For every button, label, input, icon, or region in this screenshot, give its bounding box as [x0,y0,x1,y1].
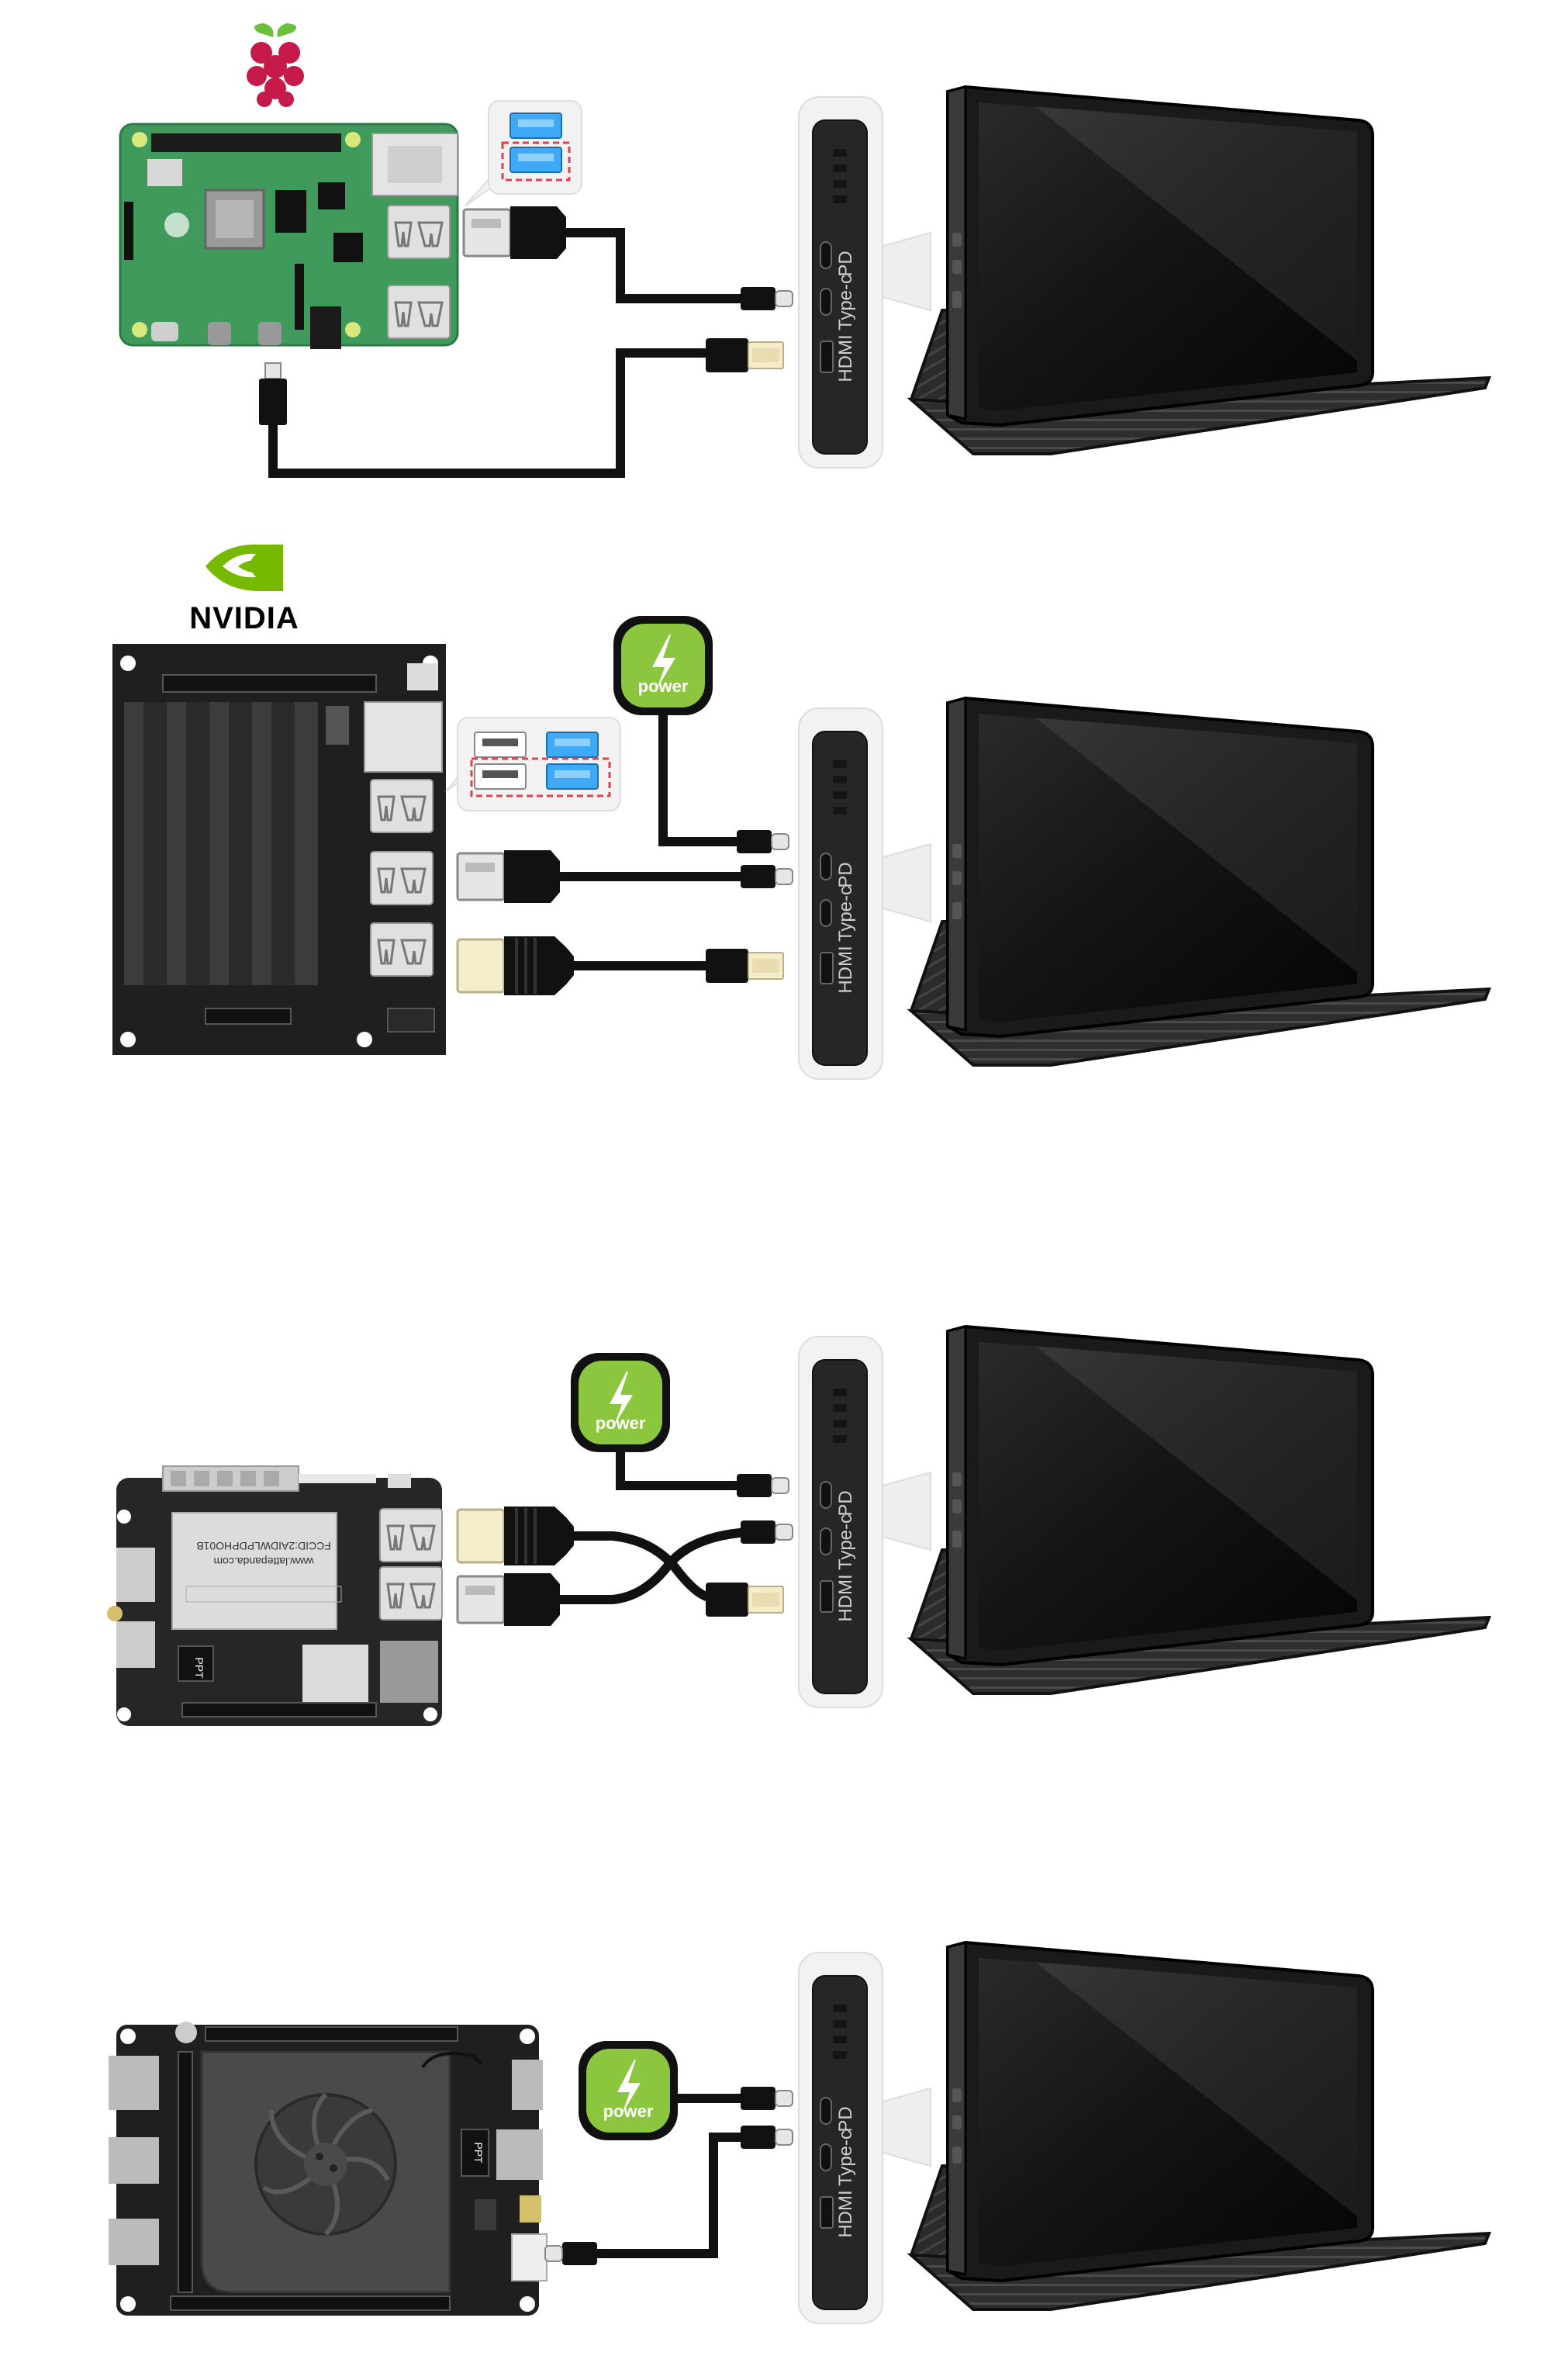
power-adapter-icon: power [613,616,713,715]
hdmi-cable-lattepanda [456,1505,784,1617]
raspberry-pi-logo-icon [247,23,304,107]
portable-monitor [910,1941,1491,2311]
section-raspberry-pi: PD Type-c HDMI [119,23,1491,478]
lattepanda-url: www.lattepanda.com [213,1555,314,1568]
hdmi-cable [259,337,784,478]
lattepanda-board: www.lattepanda.com FCCID:2AIDWLPDPHO01B … [107,1465,444,1726]
power-cable [658,702,789,854]
usb-to-typec-cable [462,205,793,311]
hdmi-port-label: HDMI [835,2190,856,2237]
portable-monitor [910,1325,1491,1695]
pd-port-label: PD [835,862,856,887]
lattepanda-chip-label: PPT [193,1657,206,1679]
power-adapter-icon: power [571,1353,670,1452]
usb-to-typec-cable-nvidia [456,849,793,905]
hdmi-port-label: HDMI [835,946,856,993]
nvidia-jetson-board [112,644,446,1055]
typec-port-label: Type-c [835,886,856,942]
section-lattepanda-delta: PPT power PD Type-c HDMI [109,1941,1491,2324]
power-cable-delta [667,2086,793,2111]
raspberry-pi-board [119,123,459,349]
typec-to-typec-cable-delta [544,2125,793,2266]
usb3-port-callout-nvidia [445,717,621,811]
typec-port-label: Type-c [835,1514,856,1570]
pd-port-label: PD [835,1490,856,1516]
power-adapter-icon: power [579,2041,678,2140]
portable-monitor [910,697,1491,1067]
hdmi-cable-nvidia [456,935,784,997]
typec-port-label: Type-c [835,275,856,330]
section-nvidia: NVIDIA [112,544,1491,1080]
lattepanda-delta-board: PPT [109,2022,548,2316]
power-cable-lattepanda [616,1439,789,1498]
hdmi-port-label: HDMI [835,334,856,382]
nvidia-logo-icon [206,544,283,591]
usb-to-typec-cable-lattepanda [456,1520,793,1628]
power-label: power [603,2102,654,2121]
section-lattepanda: www.lattepanda.com FCCID:2AIDWLPDPHO01B … [107,1325,1491,1726]
power-label: power [638,676,689,696]
power-label: power [596,1413,646,1433]
typec-port-label: Type-c [835,2130,856,2186]
lattepanda-fccid: FCCID:2AIDWLPDPHO01B [196,1540,330,1552]
pd-port-label: PD [835,2106,856,2132]
portable-monitor [910,85,1491,455]
pd-port-label: PD [835,251,856,276]
hdmi-port-label: HDMI [835,1574,856,1621]
delta-chip-label: PPT [472,2142,485,2164]
usb3-port-callout [465,100,582,206]
nvidia-label: NVIDIA [189,601,299,635]
